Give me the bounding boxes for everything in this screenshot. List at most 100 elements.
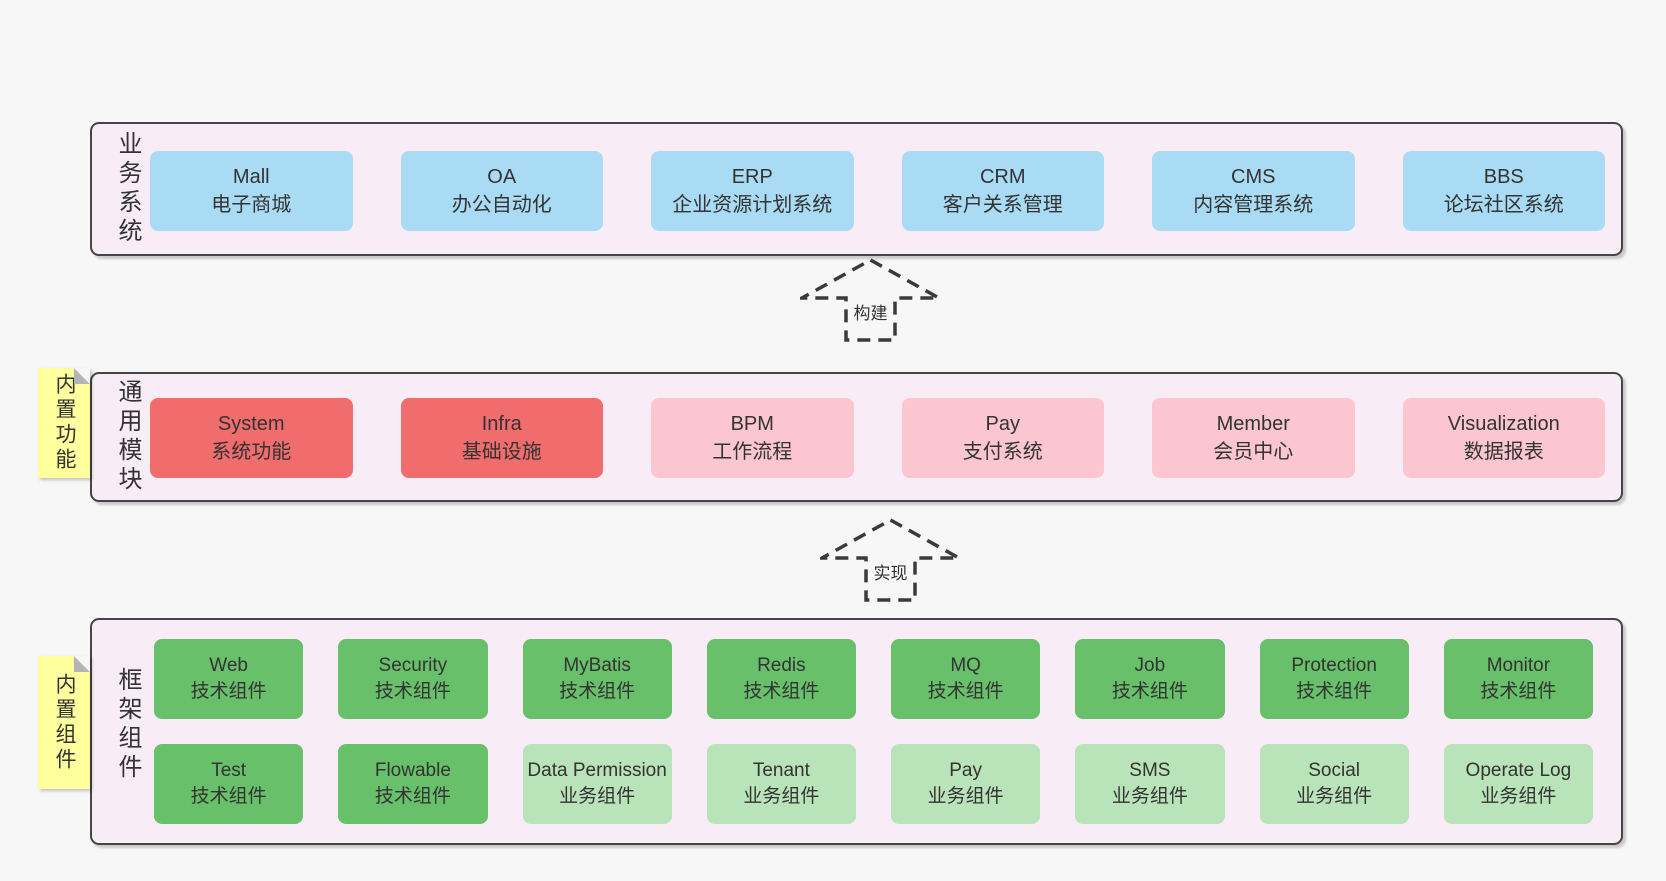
box-subtitle: 基础设施 bbox=[461, 441, 542, 463]
box-mall: Mall 电子商城 bbox=[150, 151, 353, 231]
box-system: System 系统功能 bbox=[150, 398, 353, 478]
box-title: Web bbox=[209, 655, 248, 676]
box-subtitle: 数据报表 bbox=[1463, 441, 1544, 463]
box-subtitle: 技术组件 bbox=[1480, 681, 1557, 702]
box-subtitle: 办公自动化 bbox=[451, 194, 552, 216]
box-title: Member bbox=[1216, 413, 1290, 435]
box-title: Protection bbox=[1291, 655, 1377, 676]
box-bbs: BBS 论坛社区系统 bbox=[1402, 151, 1605, 231]
box-pay-component: Pay 业务组件 bbox=[891, 744, 1041, 824]
box-subtitle: 业务组件 bbox=[743, 786, 820, 807]
box-title: Monitor bbox=[1486, 655, 1551, 676]
box-subtitle: 技术组件 bbox=[1111, 681, 1188, 702]
box-mybatis: MyBatis 技术组件 bbox=[522, 639, 672, 719]
box-title: Social bbox=[1308, 760, 1360, 781]
up-arrow-icon bbox=[795, 257, 946, 342]
box-subtitle: 技术组件 bbox=[374, 681, 451, 702]
box-title: MQ bbox=[950, 655, 981, 676]
arrow-build-label: 构建 bbox=[850, 298, 891, 325]
box-title: BPM bbox=[730, 413, 774, 435]
box-subtitle: 技术组件 bbox=[927, 681, 1004, 702]
box-subtitle: 技术组件 bbox=[743, 681, 820, 702]
box-social: Social 业务组件 bbox=[1259, 744, 1409, 824]
box-title: System bbox=[217, 413, 285, 435]
box-title: MyBatis bbox=[563, 655, 631, 676]
folded-corner-icon bbox=[74, 656, 90, 672]
sticky-label: 内置组件 bbox=[53, 672, 76, 773]
box-pay-module: Pay 支付系统 bbox=[901, 398, 1104, 478]
layer-common-modules: 通用模块 System 系统功能 Infra 基础设施 BPM 工作流程 Pay… bbox=[90, 372, 1623, 502]
box-member: Member 会员中心 bbox=[1152, 398, 1355, 478]
components-box-row-2: Test 技术组件 Flowable 技术组件 Data Permission … bbox=[154, 744, 1593, 824]
box-title: Redis bbox=[757, 655, 806, 676]
box-title: Pay bbox=[985, 413, 1020, 435]
box-subtitle: 客户关系管理 bbox=[942, 194, 1063, 216]
box-monitor: Monitor 技术组件 bbox=[1443, 639, 1593, 719]
box-mq: MQ 技术组件 bbox=[891, 639, 1041, 719]
folded-corner-icon bbox=[74, 368, 90, 384]
sticky-label: 内置功能 bbox=[53, 373, 76, 473]
box-subtitle: 技术组件 bbox=[559, 681, 636, 702]
box-title: Tenant bbox=[752, 760, 810, 781]
box-web: Web 技术组件 bbox=[154, 639, 304, 719]
business-box-row: Mall 电子商城 OA 办公自动化 ERP 企业资源计划系统 CRM 客户关系… bbox=[150, 151, 1605, 231]
arrow-build: 构建 bbox=[795, 257, 946, 342]
arrow-implement: 实现 bbox=[815, 517, 966, 602]
box-test: Test 技术组件 bbox=[154, 744, 304, 824]
layer-label-business-systems: 业务系统 bbox=[114, 131, 141, 247]
box-title: SMS bbox=[1129, 760, 1171, 781]
box-title: Pay bbox=[949, 760, 982, 781]
arrow-implement-label: 实现 bbox=[870, 558, 911, 585]
box-crm: CRM 客户关系管理 bbox=[901, 151, 1104, 231]
box-job: Job 技术组件 bbox=[1075, 639, 1225, 719]
box-security: Security 技术组件 bbox=[338, 639, 488, 719]
box-subtitle: 内容管理系统 bbox=[1193, 194, 1314, 216]
box-subtitle: 技术组件 bbox=[374, 786, 451, 807]
up-arrow-icon bbox=[815, 517, 966, 602]
box-subtitle: 电子商城 bbox=[211, 194, 292, 216]
box-flowable: Flowable 技术组件 bbox=[338, 744, 488, 824]
box-title: Visualization bbox=[1447, 413, 1560, 435]
box-operate-log: Operate Log 业务组件 bbox=[1443, 744, 1593, 824]
sticky-built-in-components: 内置组件 bbox=[38, 656, 90, 789]
box-title: Mall bbox=[232, 166, 270, 188]
box-subtitle: 会员中心 bbox=[1213, 441, 1294, 463]
box-title: Infra bbox=[481, 413, 522, 435]
layer-label-common-modules: 通用模块 bbox=[114, 379, 141, 495]
box-subtitle: 支付系统 bbox=[962, 441, 1043, 463]
box-visualization: Visualization 数据报表 bbox=[1402, 398, 1605, 478]
box-erp: ERP 企业资源计划系统 bbox=[651, 151, 854, 231]
box-oa: OA 办公自动化 bbox=[400, 151, 603, 231]
box-subtitle: 论坛社区系统 bbox=[1443, 194, 1564, 216]
box-title: Test bbox=[211, 760, 247, 781]
layer-label-framework-components: 框架组件 bbox=[114, 666, 141, 783]
box-tenant: Tenant 业务组件 bbox=[706, 744, 856, 824]
box-subtitle: 工作流程 bbox=[712, 441, 793, 463]
box-data-permission: Data Permission 业务组件 bbox=[522, 744, 672, 824]
box-sms: SMS 业务组件 bbox=[1075, 744, 1225, 824]
layer-framework-components: 框架组件 Web 技术组件 Security 技术组件 MyBatis 技术组件… bbox=[90, 618, 1623, 845]
box-title: Security bbox=[378, 655, 448, 676]
box-title: ERP bbox=[731, 166, 773, 188]
components-box-row-1: Web 技术组件 Security 技术组件 MyBatis 技术组件 Redi… bbox=[154, 639, 1593, 719]
modules-box-row: System 系统功能 Infra 基础设施 BPM 工作流程 Pay 支付系统… bbox=[150, 398, 1605, 478]
box-title: BBS bbox=[1483, 166, 1524, 188]
layer-business-systems: 业务系统 Mall 电子商城 OA 办公自动化 ERP 企业资源计划系统 CRM… bbox=[90, 122, 1623, 256]
box-title: Job bbox=[1134, 655, 1166, 676]
box-bpm: BPM 工作流程 bbox=[651, 398, 854, 478]
box-title: Operate Log bbox=[1465, 760, 1572, 781]
box-title: OA bbox=[487, 166, 517, 188]
box-cms: CMS 内容管理系统 bbox=[1152, 151, 1355, 231]
box-subtitle: 业务组件 bbox=[927, 786, 1004, 807]
box-protection: Protection 技术组件 bbox=[1259, 639, 1409, 719]
box-subtitle: 系统功能 bbox=[211, 441, 292, 463]
box-subtitle: 技术组件 bbox=[190, 786, 267, 807]
box-subtitle: 技术组件 bbox=[1296, 681, 1373, 702]
box-title: Flowable bbox=[374, 760, 451, 781]
box-redis: Redis 技术组件 bbox=[706, 639, 856, 719]
box-subtitle: 企业资源计划系统 bbox=[672, 194, 833, 216]
box-subtitle: 业务组件 bbox=[559, 786, 636, 807]
box-title: Data Permission bbox=[527, 760, 667, 781]
box-subtitle: 业务组件 bbox=[1296, 786, 1373, 807]
box-title: CMS bbox=[1231, 166, 1276, 188]
